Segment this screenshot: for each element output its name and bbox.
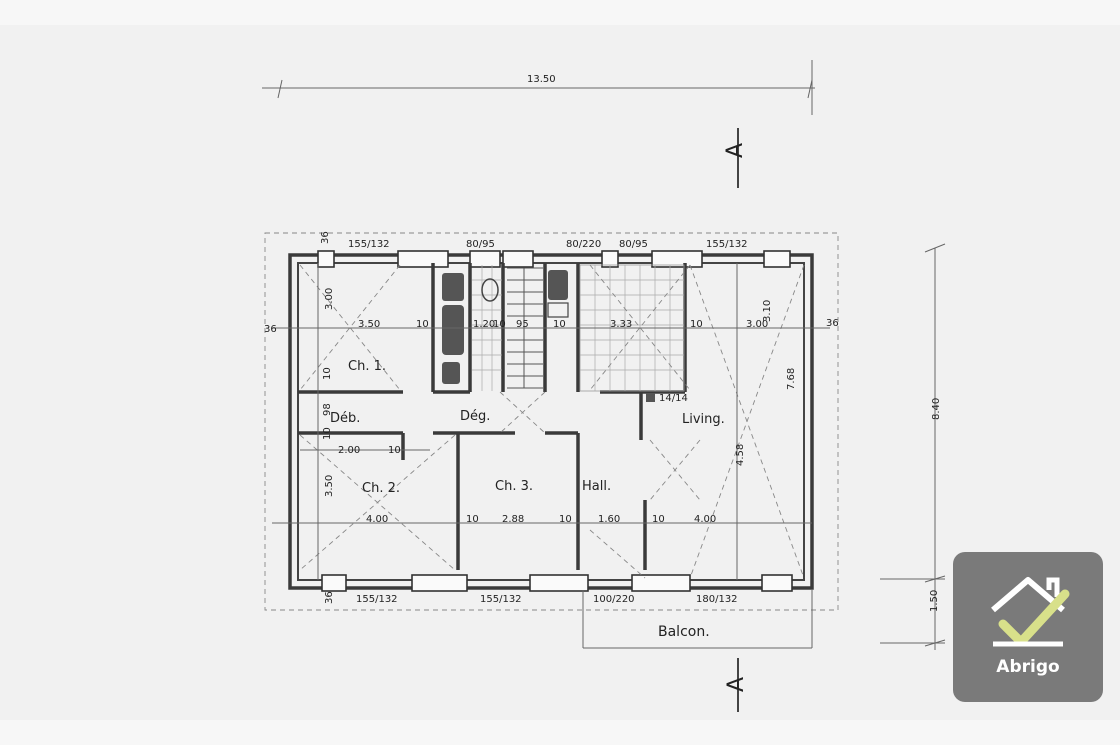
opening-bot-w1: 155/132 xyxy=(356,594,398,605)
dim-hall-width: 1.60 xyxy=(598,514,620,525)
room-ch1: Ch. 1. xyxy=(348,359,386,374)
dim-36-bottom-left: 36 xyxy=(324,591,335,604)
room-hall: Hall. xyxy=(582,479,611,494)
overall-depth-label: 8.40 xyxy=(931,398,942,420)
dim-ch1-height: 3.00 xyxy=(324,288,335,310)
dim-t10a: 10 xyxy=(416,319,429,330)
dim-r310: 3.10 xyxy=(762,300,773,322)
room-ch2: Ch. 2. xyxy=(362,481,400,496)
opening-top-w4: 155/132 xyxy=(706,239,748,250)
house-check-icon xyxy=(991,577,1070,647)
dim-t10d: 10 xyxy=(690,319,703,330)
dim-living-width: 4.00 xyxy=(694,514,716,525)
section-marker-top: A xyxy=(723,128,748,188)
construction-diagonals xyxy=(299,264,805,579)
dim-36-top-left: 36 xyxy=(320,231,331,244)
dim-t10f: 10 xyxy=(466,514,479,525)
opening-top-w2: 80/95 xyxy=(466,239,495,250)
bathroom-fixtures xyxy=(442,270,569,384)
section-label-top: A xyxy=(723,143,748,158)
overall-width-dimension: 13.50 xyxy=(262,60,815,115)
brand-name: Abrigo xyxy=(996,657,1060,677)
section-marker-bottom: A xyxy=(724,658,749,712)
section-label-bottom: A xyxy=(724,677,749,692)
scan-area xyxy=(0,25,1120,720)
dim-t95: 95 xyxy=(516,319,529,330)
dim-deb-width: 2.00 xyxy=(338,445,360,456)
flue-marker xyxy=(646,393,655,402)
room-deg: Dég. xyxy=(460,409,490,424)
room-deb: Déb. xyxy=(330,411,360,426)
opening-top-w3: 80/95 xyxy=(619,239,648,250)
dim-flue: 14/14 xyxy=(659,393,688,404)
opening-bot-door: 100/220 xyxy=(593,594,635,605)
dim-t10e: 10 xyxy=(388,445,401,456)
dim-t10b: 10 xyxy=(493,319,506,330)
dim-v10b: 10 xyxy=(322,427,333,440)
dim-36-right: 36 xyxy=(826,318,839,329)
balcony-depth-label: 1.50 xyxy=(929,590,940,612)
room-ch3: Ch. 3. xyxy=(495,479,533,494)
dim-t120: 1.20 xyxy=(473,319,495,330)
dim-t10g: 10 xyxy=(559,514,572,525)
dim-living-h2: 7.68 xyxy=(786,368,797,390)
opening-bot-w2: 155/132 xyxy=(480,594,522,605)
dim-36-left: 36 xyxy=(264,324,277,335)
overall-width-label: 13.50 xyxy=(527,74,556,85)
dim-ch2-width: 4.00 xyxy=(366,514,388,525)
dim-ch3-width: 2.88 xyxy=(502,514,524,525)
brand-logo: Abrigo xyxy=(953,552,1103,702)
construction-outline xyxy=(264,232,839,611)
dim-v98: 98 xyxy=(322,403,333,416)
dim-v10: 10 xyxy=(322,367,333,380)
dim-t10h: 10 xyxy=(652,514,665,525)
overall-depth-dimension: 8.40 1.50 xyxy=(880,243,946,650)
balcony xyxy=(582,590,813,649)
bottom-windows xyxy=(321,574,793,592)
dim-living-h1: 4.58 xyxy=(735,444,746,466)
opening-bot-w3: 180/132 xyxy=(696,594,738,605)
dim-r300: 3.00 xyxy=(746,319,768,330)
dim-t10c: 10 xyxy=(553,319,566,330)
interior-dim-lines xyxy=(272,263,830,580)
room-living: Living. xyxy=(682,412,725,427)
dim-ch2-height: 3.50 xyxy=(324,475,335,497)
opening-top-w1: 155/132 xyxy=(348,239,390,250)
opening-top-door: 80/220 xyxy=(566,239,601,250)
top-windows xyxy=(317,250,791,268)
room-balcon: Balcon. xyxy=(658,624,710,640)
dim-ch1-width: 3.50 xyxy=(358,319,380,330)
dim-kitchen-width: 3.33 xyxy=(610,319,632,330)
